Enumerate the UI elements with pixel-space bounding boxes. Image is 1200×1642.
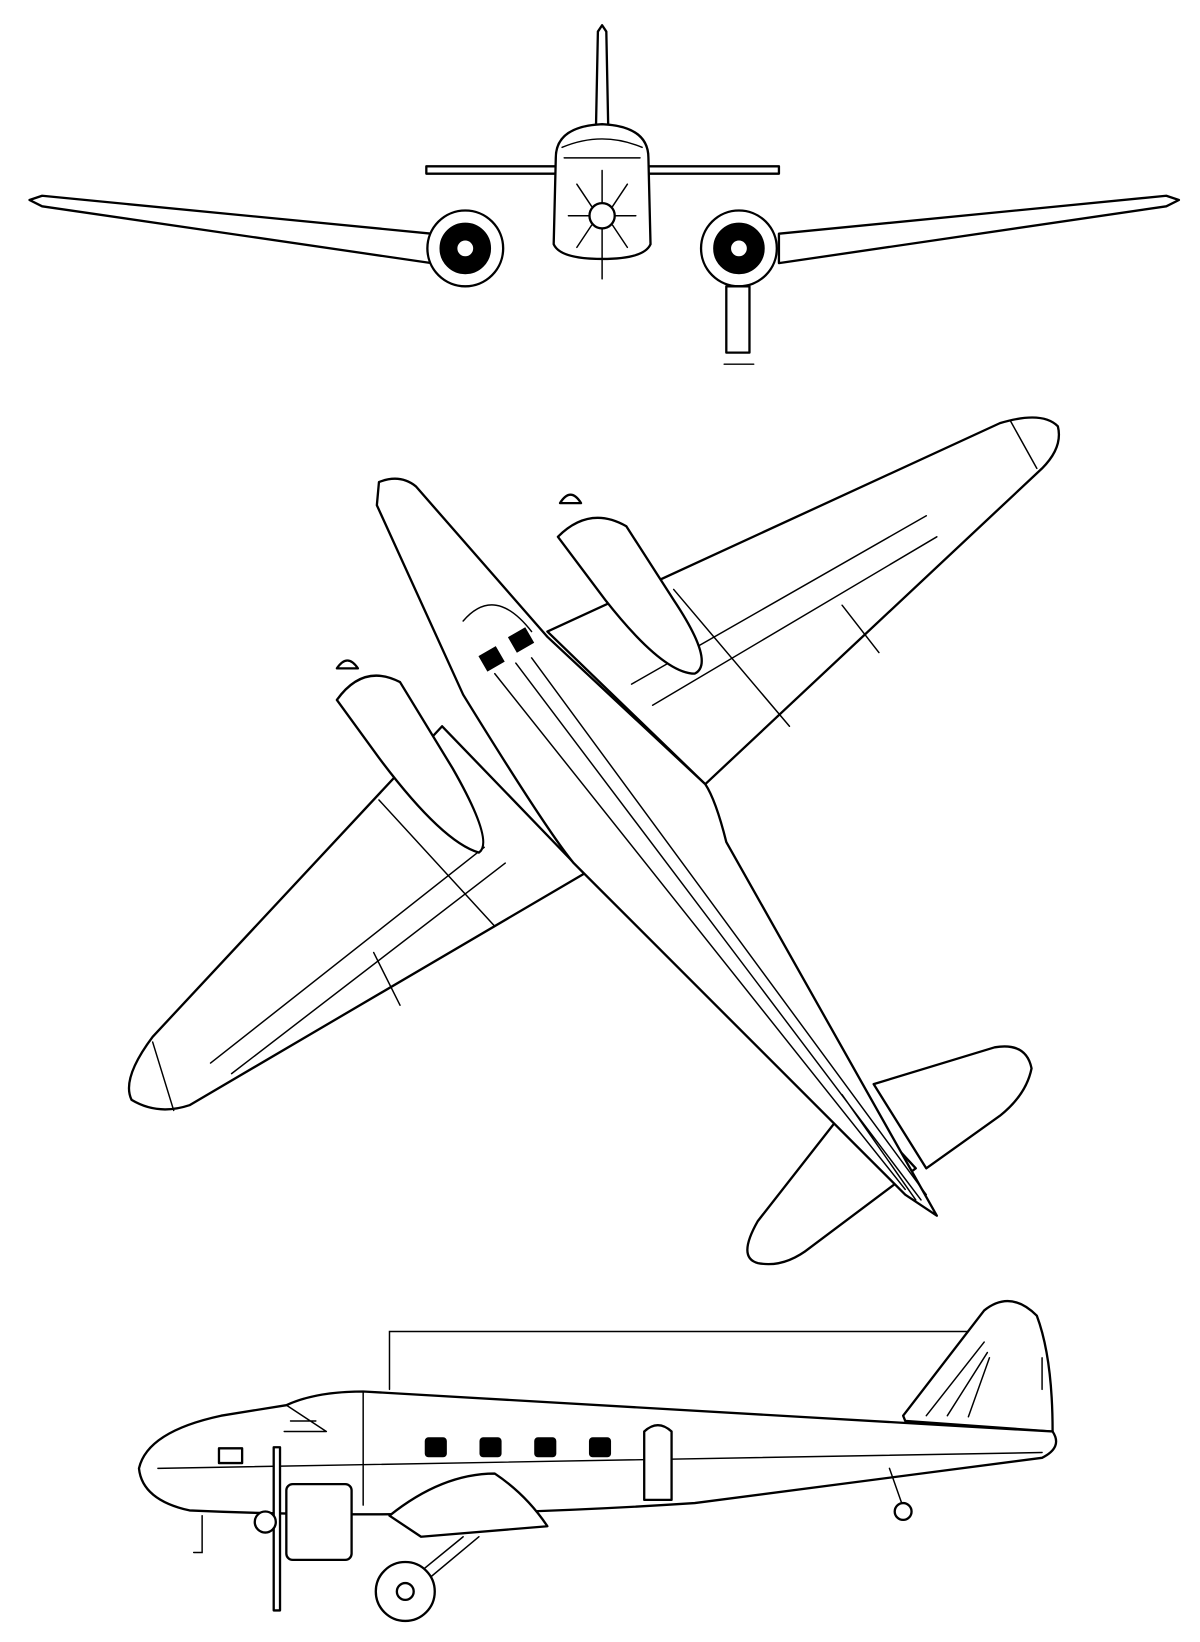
top-left-engine-nacelle <box>335 674 485 854</box>
top-left-wing <box>127 725 586 1111</box>
front-view <box>28 24 1181 365</box>
side-main-wheel-hub <box>395 1581 415 1602</box>
side-tail-gear-strut <box>888 1467 904 1509</box>
side-cockpit-window <box>217 1447 244 1465</box>
top-view <box>127 416 1061 1266</box>
front-left-wing <box>28 194 433 265</box>
front-landing-gear <box>725 285 751 354</box>
top-left-stabilizer <box>746 1098 917 1266</box>
front-nose-spinner <box>588 201 616 230</box>
front-cockpit-windows <box>561 138 643 159</box>
side-wing-fillet <box>388 1472 549 1538</box>
side-antenna-wire <box>388 1330 980 1391</box>
top-right-wing-lines <box>630 420 1038 728</box>
top-fuselage-lines <box>462 604 928 1201</box>
front-right-engine-hub <box>729 239 748 258</box>
top-right-engine-nacelle <box>556 516 703 675</box>
side-propeller <box>272 1446 282 1612</box>
side-fuselage-lines <box>157 1390 1043 1506</box>
top-left-propeller-spinner <box>335 659 360 670</box>
top-right-propeller-spinner <box>558 493 583 505</box>
side-door <box>643 1424 673 1502</box>
front-left-engine-hub <box>456 239 475 258</box>
side-propeller-spinner <box>253 1510 277 1534</box>
side-pitot <box>192 1514 203 1554</box>
top-cockpit-window-2 <box>507 627 535 653</box>
side-window-1 <box>424 1437 447 1458</box>
side-window-2 <box>479 1437 502 1458</box>
side-fin-lines <box>925 1341 1043 1418</box>
top-left-wing-lines <box>151 799 507 1112</box>
side-window-4 <box>588 1437 612 1458</box>
front-fin <box>594 24 610 138</box>
side-tail-wheel <box>893 1501 913 1522</box>
side-window-3 <box>534 1437 557 1458</box>
front-right-wing <box>777 194 1181 265</box>
front-engine-cowl-lines <box>567 169 637 280</box>
top-right-stabilizer <box>872 1045 1033 1170</box>
top-cockpit-window-1 <box>478 646 505 672</box>
side-view <box>137 1299 1058 1623</box>
side-engine-nacelle <box>285 1482 353 1562</box>
top-fuselage <box>375 477 938 1217</box>
